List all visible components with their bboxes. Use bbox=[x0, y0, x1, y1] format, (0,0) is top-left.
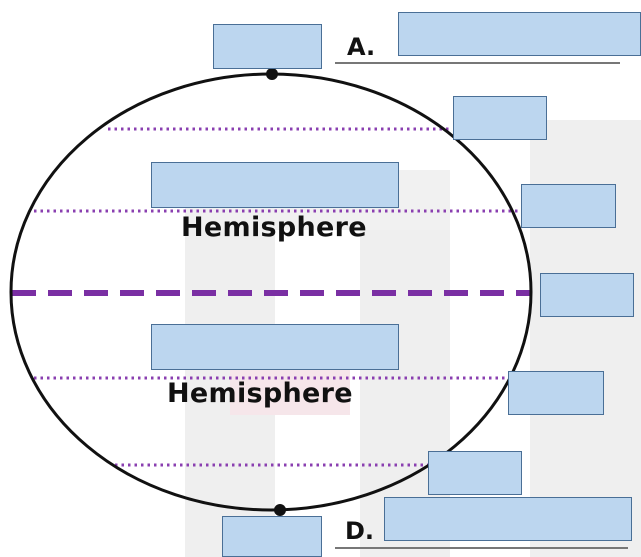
blank-parallel-3[interactable] bbox=[508, 371, 604, 415]
upper-hemisphere-label: Hemisphere bbox=[181, 212, 367, 243]
blank-parallel-4[interactable] bbox=[428, 451, 522, 495]
blank-a-answer[interactable] bbox=[398, 12, 641, 56]
blank-north-pole[interactable] bbox=[213, 24, 322, 69]
lower-hemisphere-label: Hemisphere bbox=[167, 378, 353, 409]
blank-equator[interactable] bbox=[540, 273, 634, 317]
blank-d-answer[interactable] bbox=[384, 497, 632, 541]
label-a: A. bbox=[347, 33, 376, 61]
blank-south-pole[interactable] bbox=[222, 516, 322, 557]
south-pole-dot-icon bbox=[274, 504, 286, 516]
label-d: D. bbox=[345, 517, 375, 545]
blank-lower-hemisphere[interactable] bbox=[151, 324, 399, 370]
north-pole-dot-icon bbox=[266, 68, 278, 80]
blank-parallel-1[interactable] bbox=[453, 96, 547, 140]
blank-upper-hemisphere[interactable] bbox=[151, 162, 399, 208]
blank-parallel-2[interactable] bbox=[521, 184, 616, 228]
